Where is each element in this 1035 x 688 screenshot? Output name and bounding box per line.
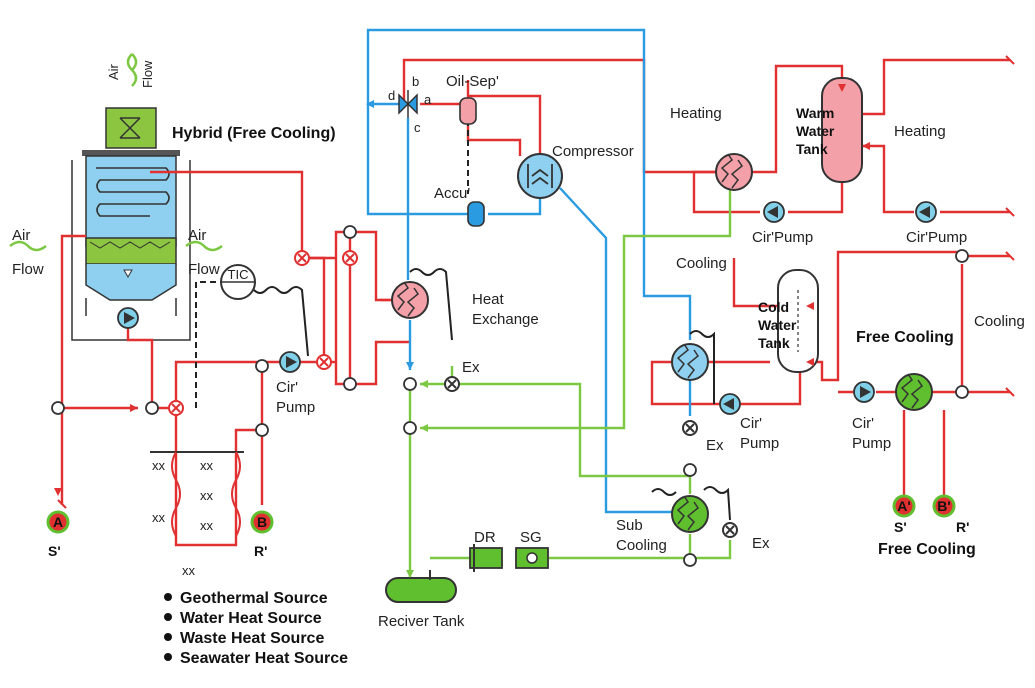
valve-d-label: d — [388, 88, 395, 103]
s-right-label: S' — [894, 519, 907, 535]
sight-glass — [515, 547, 549, 569]
compressor-label: Compressor — [552, 143, 634, 160]
oil-sep-label: Oil-Sep' — [446, 73, 499, 90]
cold-water-tank — [777, 269, 819, 373]
warm-tank-label-2: Water — [796, 123, 835, 139]
cir-pump-heating-label: Cir'Pump — [906, 229, 967, 246]
flow-arrows — [406, 380, 428, 578]
receiver-tank-label: Reciver Tank — [378, 613, 465, 630]
cir-pump-left-label-1: Cir' — [276, 379, 298, 396]
receiver-tank — [385, 570, 457, 603]
control-line — [195, 281, 222, 408]
heat-source-list: Geothermal Source Water Heat Source Wast… — [164, 590, 348, 667]
heating-right-label: Heating — [894, 123, 946, 140]
free-cooling-bottom-label: Free Cooling — [878, 541, 976, 558]
tic-controller: TIC — [220, 264, 256, 300]
ex-label: Ex — [706, 437, 724, 454]
heat-exchange-label-2: Exchange — [472, 311, 539, 328]
valve-a-label: a — [424, 92, 432, 107]
cir-pump-free-label-1: Cir' — [852, 415, 874, 432]
svg-text:xx: xx — [200, 458, 214, 473]
heat-exchanger-subcooling — [671, 495, 709, 533]
valve-b-label: b — [412, 74, 419, 89]
port-a2-label: A' — [897, 498, 910, 514]
heat-exchanger-heating — [715, 153, 753, 191]
port-b-label: B — [257, 514, 267, 530]
svg-text:xx: xx — [152, 510, 166, 525]
air-flow-left-label-1: Air — [12, 227, 30, 244]
cir-pump-free-label-2: Pump — [852, 435, 891, 452]
free-cooling-top-label: Free Cooling — [856, 329, 954, 346]
flow-arrows — [54, 84, 870, 496]
accumulator — [467, 201, 485, 227]
air-flow-right-label-1: Air — [188, 227, 206, 244]
sub-cooling-label-1: Sub — [616, 517, 643, 534]
cold-tank-label-2: Water — [758, 317, 797, 333]
r-right-label: R' — [956, 519, 969, 535]
accu-label: Accu' — [434, 185, 470, 202]
sub-cooling-label-2: Cooling — [616, 537, 667, 554]
cold-tank-label-1: Cold — [758, 299, 789, 315]
air-flow-top-label-1: Air — [106, 63, 121, 80]
ex-label: Ex — [462, 359, 480, 376]
cooling-tower — [71, 107, 191, 341]
warm-tank-label-1: Warm — [796, 105, 834, 121]
s-left-label: S' — [48, 543, 61, 559]
cold-tank-label-3: Tank — [758, 335, 790, 351]
air-flow-top-label-2: Flow — [140, 60, 155, 88]
heating-left-label: Heating — [670, 105, 722, 122]
warm-water-tank — [821, 77, 863, 183]
r-left-label: R' — [254, 543, 267, 559]
drier — [469, 544, 503, 572]
svg-text:xx: xx — [182, 563, 196, 578]
svg-text:xx: xx — [152, 458, 166, 473]
tic-label: TIC — [228, 267, 249, 282]
source-item: Water Heat Source — [180, 610, 322, 627]
port-b2-label: B' — [937, 498, 950, 514]
heat-exchange-label-1: Heat — [472, 291, 505, 308]
sensor-lines — [253, 268, 731, 521]
four-way-valve — [398, 90, 418, 118]
pump-icon — [117, 201, 937, 415]
ground-symbol: xx xx xx xx xx xx — [150, 451, 244, 578]
warm-tank-label-3: Tank — [796, 141, 828, 157]
cir-pump-cold-label-1: Cir' — [740, 415, 762, 432]
cir-pump-cold-label-2: Pump — [740, 435, 779, 452]
svg-text:xx: xx — [200, 518, 214, 533]
heat-exchanger-main — [391, 281, 429, 319]
dr-label: DR — [474, 529, 496, 546]
flow-arrows — [366, 100, 414, 370]
air-flow-icon — [9, 53, 223, 252]
valve-icon — [168, 250, 738, 538]
cooling-left-label: Cooling — [676, 255, 727, 272]
heat-exchanger-free-cooling — [895, 373, 933, 411]
source-item: Waste Heat Source — [180, 630, 324, 647]
valve-c-label: c — [414, 120, 421, 135]
source-item: Geothermal Source — [180, 590, 328, 607]
cir-pump-warm-label: Cir'Pump — [752, 229, 813, 246]
cooling-right-label: Cooling — [974, 313, 1025, 330]
svg-text:xx: xx — [200, 488, 214, 503]
oil-separator — [459, 97, 477, 125]
sg-label: SG — [520, 529, 542, 546]
hybrid-label: Hybrid (Free Cooling) — [172, 125, 336, 142]
port-markers: A B A' B' — [46, 494, 956, 534]
source-item: Seawater Heat Source — [180, 650, 348, 667]
ex-label: Ex — [752, 535, 770, 552]
air-flow-left-label-2: Flow — [12, 261, 44, 278]
compressor — [517, 153, 563, 199]
heat-exchanger-cooling — [671, 343, 709, 381]
air-flow-right-label-2: Flow — [188, 261, 220, 278]
port-a-label: A — [53, 514, 63, 530]
cir-pump-left-label-2: Pump — [276, 399, 315, 416]
junction-nodes — [51, 225, 969, 567]
